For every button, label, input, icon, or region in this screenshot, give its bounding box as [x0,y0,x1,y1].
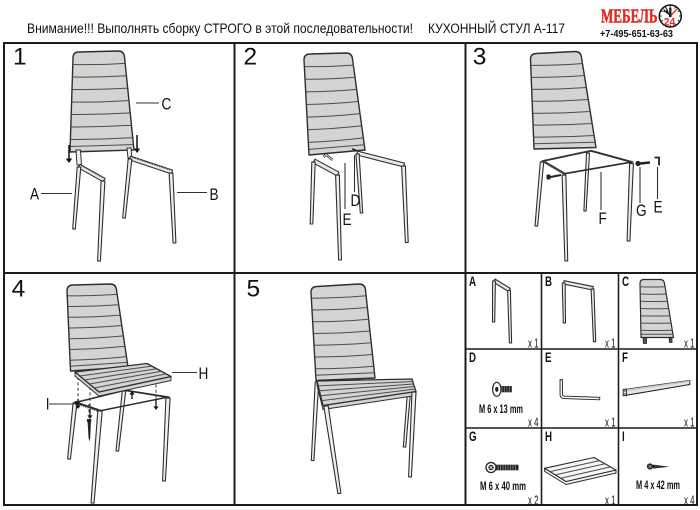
svg-text:H: H [199,365,209,384]
svg-text:x 1: x 1 [528,336,539,351]
svg-text:x 1: x 1 [605,415,616,430]
svg-text:M 6 x 40 mm: M 6 x 40 mm [480,481,526,493]
svg-text:x 4: x 4 [528,415,539,430]
svg-text:x 1: x 1 [684,415,695,430]
svg-text:C: C [162,95,172,114]
svg-text:I: I [622,430,625,445]
svg-text:B: B [210,186,219,205]
svg-text:E: E [654,198,663,217]
svg-text:A: A [30,185,40,204]
svg-text:B: B [545,275,552,290]
svg-text:x 4: x 4 [684,493,695,508]
svg-text:2: 2 [244,44,258,71]
svg-text:3: 3 [473,44,487,71]
svg-text:C: C [622,275,629,290]
svg-text:4: 4 [12,276,26,303]
svg-text:H: H [545,430,552,445]
svg-text:x 1: x 1 [605,336,616,351]
svg-text:x 2: x 2 [528,493,539,508]
svg-text:E: E [545,351,552,366]
svg-text:G: G [636,202,647,221]
svg-text:F: F [622,351,628,366]
svg-text:G: G [469,430,477,445]
svg-text:x 1: x 1 [605,493,616,508]
svg-text:M 6 x 13 mm: M 6 x 13 mm [479,404,523,416]
svg-text:D: D [469,351,476,366]
svg-text:1: 1 [13,44,27,71]
svg-text:МЕБЕЛЬ: МЕБЕЛЬ [601,7,658,28]
svg-text:A: A [469,275,476,290]
svg-text:I: I [46,395,50,414]
svg-text:КУХОННЫЙ СТУЛ А-117: КУХОННЫЙ СТУЛ А-117 [428,19,565,37]
svg-text:E: E [343,211,352,230]
svg-text:+7-495-651-63-63: +7-495-651-63-63 [600,29,673,40]
svg-text:5: 5 [247,276,261,303]
svg-text:x 1: x 1 [684,336,695,351]
svg-text:Внимание!!! Выполнять сборку С: Внимание!!! Выполнять сборку СТРОГО в эт… [27,21,413,37]
svg-text:M 4 x 42 mm: M 4 x 42 mm [636,480,680,492]
svg-text:F: F [599,210,607,229]
svg-text:24: 24 [664,16,676,28]
svg-text:D: D [351,192,361,211]
